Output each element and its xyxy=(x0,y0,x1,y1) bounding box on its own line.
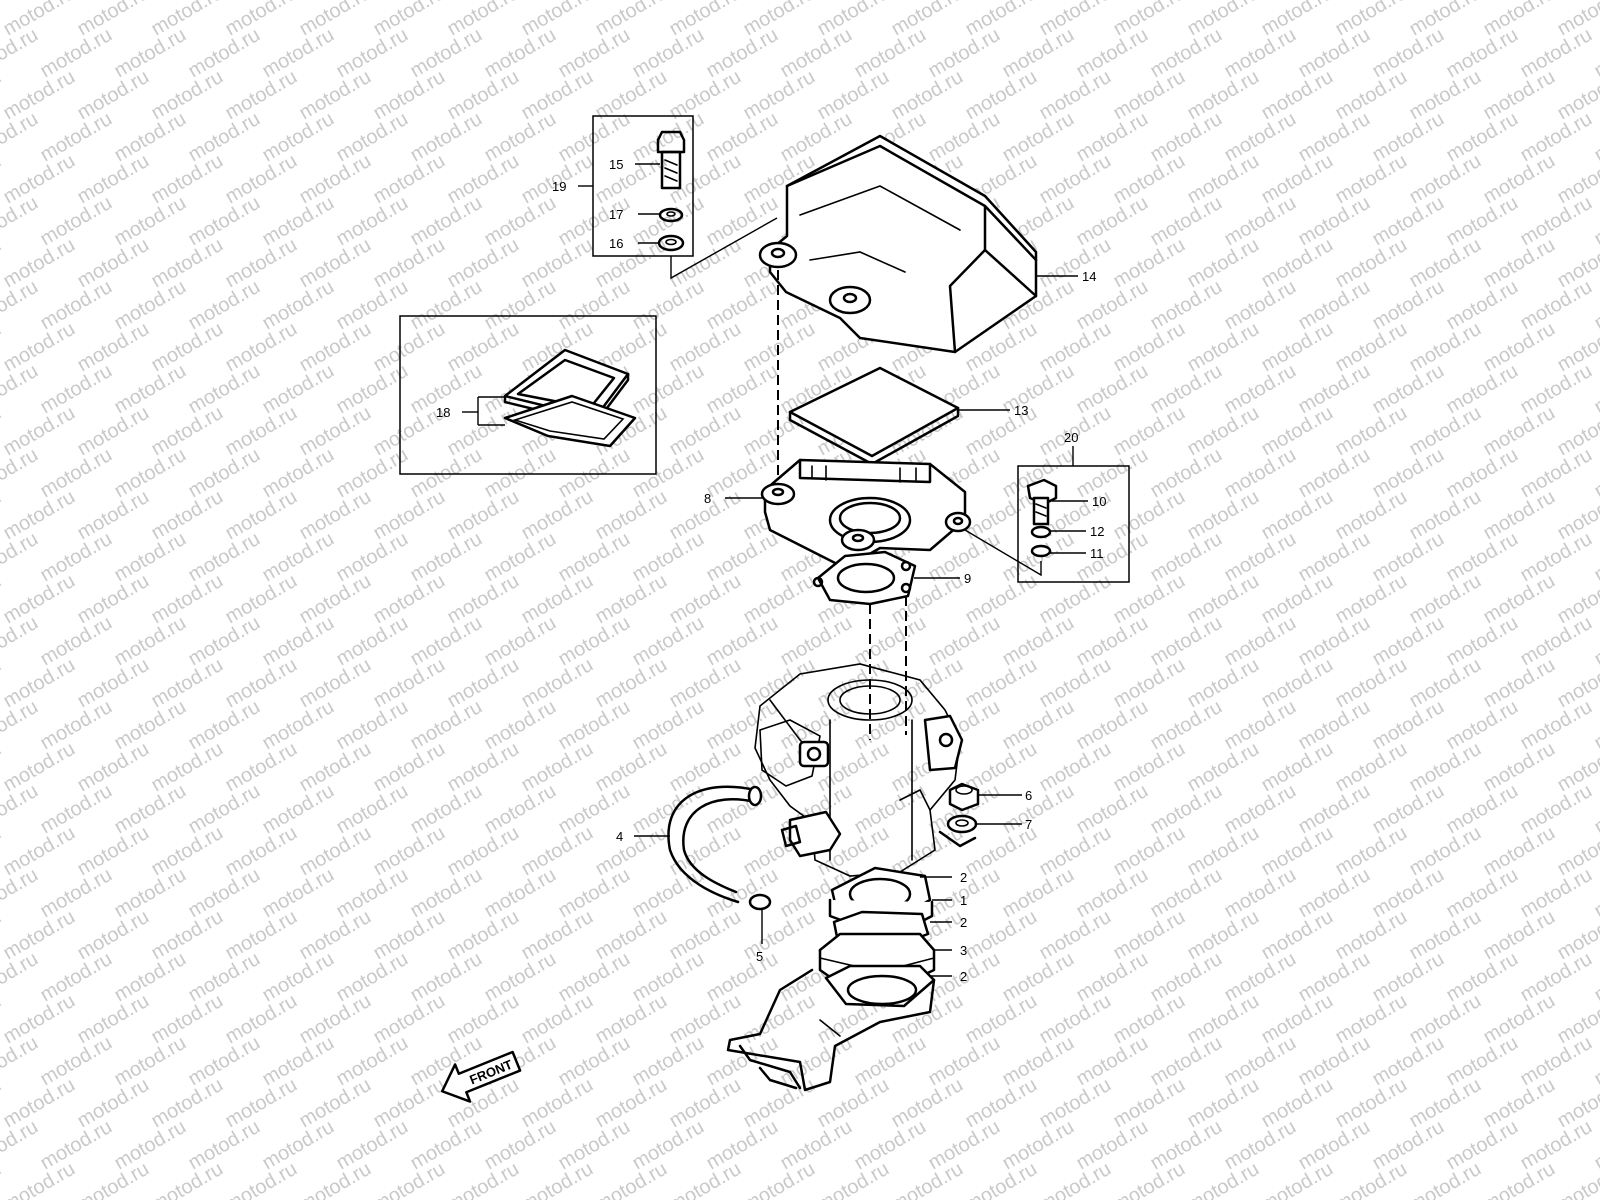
callout-18: 18 xyxy=(436,405,450,420)
kit-box-19: 15 17 16 19 xyxy=(552,115,778,280)
gasket-9: 9 xyxy=(812,550,971,606)
callout-14: 14 xyxy=(1082,269,1096,284)
bolt-15 xyxy=(656,130,686,190)
kit-box-18: 18 xyxy=(399,315,657,475)
callout-11: 11 xyxy=(1090,546,1104,561)
callout-20: 20 xyxy=(1064,430,1078,445)
clamp-5: 5 xyxy=(748,893,772,964)
kit-box-20: 10 12 11 20 xyxy=(964,430,1130,583)
callout-2-bottom: 2 xyxy=(960,969,967,984)
callout-8: 8 xyxy=(704,491,711,506)
callout-2-middle: 2 xyxy=(960,915,967,930)
callout-17: 17 xyxy=(609,207,623,222)
nut-6: 6 xyxy=(948,782,1032,812)
callout-9: 9 xyxy=(964,571,971,586)
callout-10: 10 xyxy=(1092,494,1106,509)
callout-6: 6 xyxy=(1025,788,1032,803)
callout-16: 16 xyxy=(609,236,623,251)
callout-15: 15 xyxy=(609,157,623,172)
air-cleaner-cover-14: 14 xyxy=(758,134,1096,354)
washer-16 xyxy=(657,234,685,252)
callout-5: 5 xyxy=(756,949,763,964)
callout-12: 12 xyxy=(1090,524,1104,539)
bolt-10 xyxy=(1026,478,1058,526)
callout-19: 19 xyxy=(552,179,566,194)
filter-element-13: 13 xyxy=(788,366,1028,466)
carburetor-body xyxy=(754,663,964,877)
callout-2-top: 2 xyxy=(960,870,967,885)
callout-7: 7 xyxy=(1025,817,1032,832)
air-cleaner-base-8: 8 xyxy=(704,458,972,570)
washer-17 xyxy=(658,207,684,223)
washer-7: 7 xyxy=(946,814,1032,834)
bottom-bracket xyxy=(726,968,936,1092)
washer-12 xyxy=(1030,525,1052,539)
washer-11 xyxy=(1030,544,1052,558)
callout-4: 4 xyxy=(616,829,623,844)
callout-1: 1 xyxy=(960,893,967,908)
front-arrow-icon: FRONT xyxy=(440,1050,522,1103)
hose-4: 4 xyxy=(616,785,763,904)
callout-13: 13 xyxy=(1014,403,1028,418)
callout-3: 3 xyxy=(960,943,967,958)
intake-flange-stack: 2 1 2 3 2 xyxy=(818,866,967,1008)
